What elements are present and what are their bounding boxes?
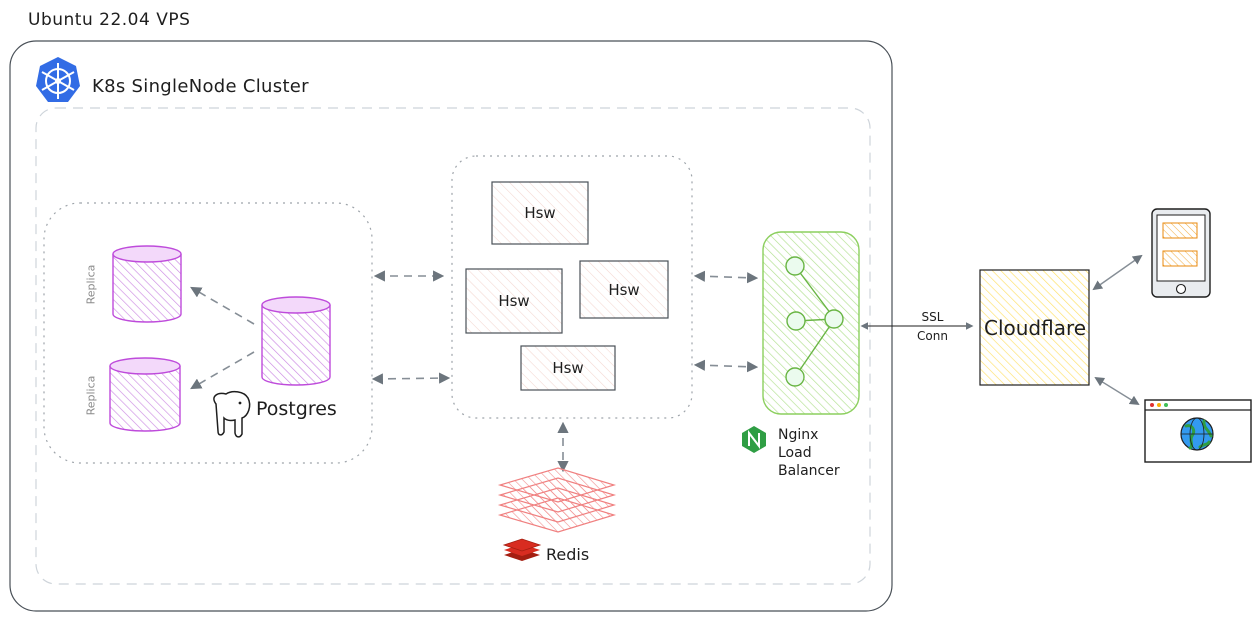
replication-arrow-2 (190, 351, 255, 390)
hsw-service-label-1: Hsw (524, 204, 556, 222)
database-group (43, 202, 373, 464)
hsw-service-box-4 (520, 345, 616, 391)
replica-label-1: Replica (84, 264, 98, 305)
kubernetes-icon (36, 57, 80, 102)
nginx-label: Nginx Load Balancer (778, 427, 840, 479)
nginx-load-balancer (762, 231, 860, 415)
cloudflare-label: Cloudflare (984, 316, 1087, 340)
services-group (451, 155, 693, 419)
postgres-elephant-icon (213, 390, 251, 438)
services-nginx-arrow-2 (693, 359, 759, 373)
hsw-service-box-2 (465, 268, 563, 334)
cluster-container (35, 107, 871, 585)
cloudflare-browser-arrow (1094, 376, 1140, 406)
replication-arrow-1 (190, 286, 255, 325)
hsw-service-box-1 (491, 181, 589, 245)
redis-label: Redis (546, 545, 590, 564)
vps-title: Ubuntu 22.04 VPS (28, 10, 191, 30)
hsw-service-label-2: Hsw (498, 292, 530, 310)
services-nginx-arrow-1 (693, 270, 759, 284)
redis-stack (497, 467, 617, 533)
postgres-label: Postgres (256, 398, 337, 420)
replica-cylinder-2 (109, 357, 181, 432)
cloudflare-box (979, 269, 1090, 386)
ssl-connection-label: SSL Conn (917, 310, 948, 343)
db-services-arrow-2 (371, 372, 451, 385)
cloudflare-mobile-arrow (1092, 254, 1143, 291)
replica-label-2: Replica (84, 375, 98, 416)
nginx-icon (742, 426, 766, 453)
redis-icon (502, 538, 542, 561)
hsw-service-label-4: Hsw (552, 359, 584, 377)
vps-container (9, 40, 893, 612)
cluster-title: K8s SingleNode Cluster (92, 76, 309, 97)
mobile-device-icon (1151, 208, 1211, 298)
hsw-service-label-3: Hsw (608, 281, 640, 299)
postgres-primary-cylinder (261, 296, 331, 386)
web-browser-icon (1144, 399, 1252, 463)
hsw-service-box-3 (579, 260, 669, 319)
replica-cylinder-1 (112, 245, 182, 323)
